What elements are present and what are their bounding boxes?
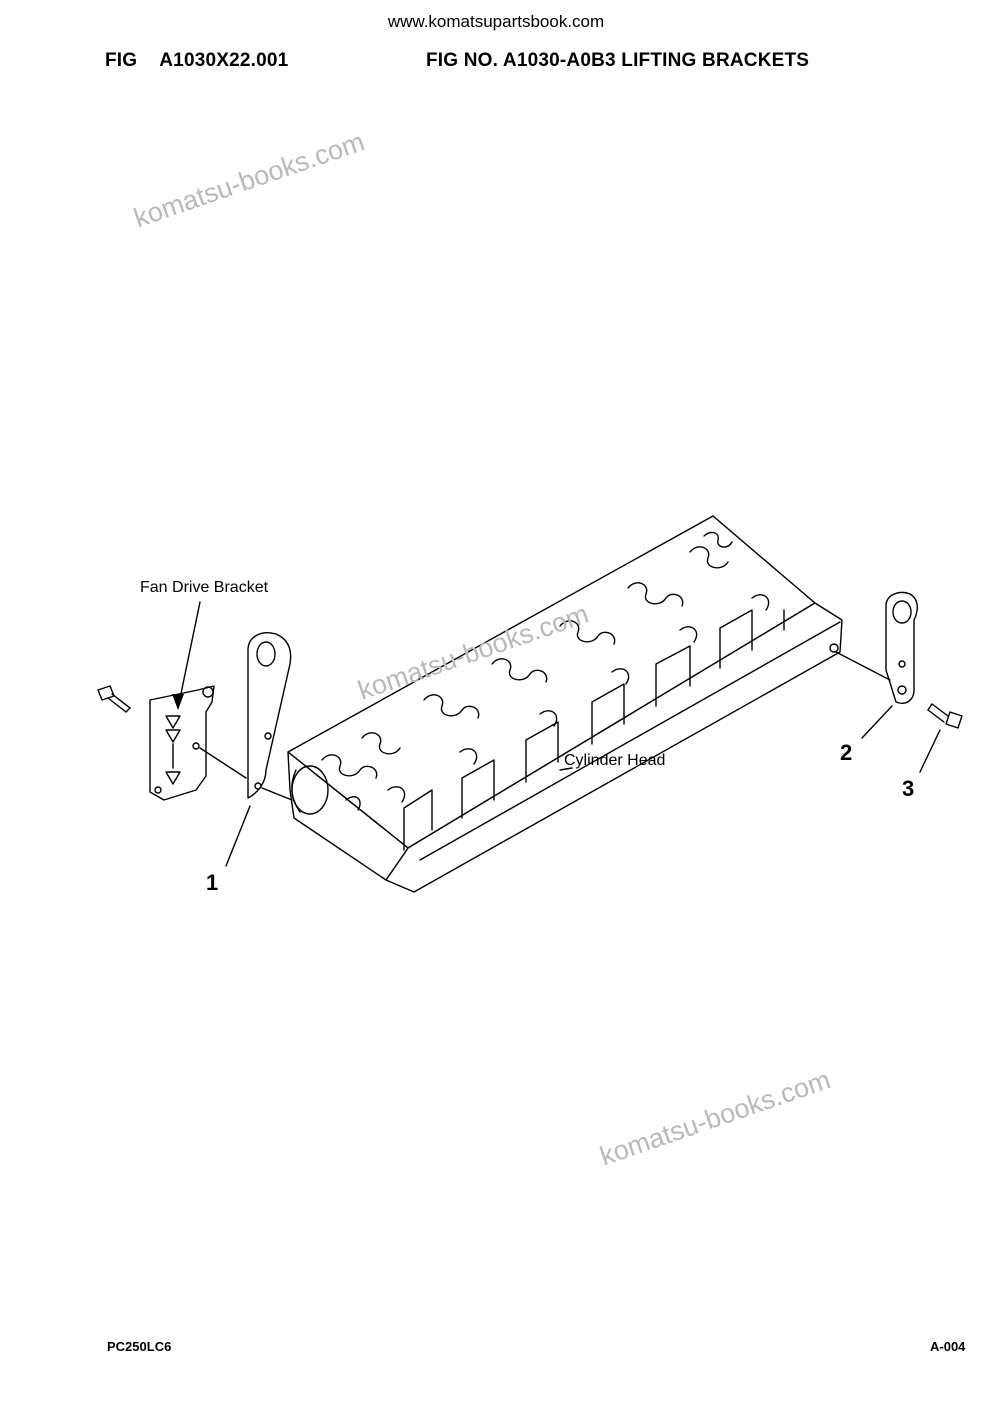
fan-drive-leader — [177, 601, 201, 709]
fig-code-heading: FIG A1030X22.001 — [105, 50, 288, 72]
fig-code: A1030X22.001 — [159, 50, 289, 71]
site-url: www.komatsupartsbook.com — [387, 12, 605, 31]
bolt-left — [97, 685, 131, 713]
fig-label: FIG — [105, 50, 138, 71]
fan-drive-bracket-label: Fan Drive Bracket — [140, 579, 269, 596]
callout-3-leader — [919, 729, 941, 773]
callout-3: 3 — [902, 776, 914, 801]
fig-title: FIG NO. A1030-A0B3 LIFTING BRACKETS — [426, 50, 810, 71]
page-number: A-004 — [930, 1339, 966, 1354]
cylinder-head-leader — [559, 767, 573, 771]
lifting-bracket-2 — [835, 591, 918, 704]
callout-2: 2 — [840, 740, 852, 765]
bolt-right — [927, 703, 963, 729]
fan-drive-bracket — [149, 685, 247, 801]
callout-1-leader — [225, 805, 251, 867]
callout-1: 1 — [206, 870, 218, 895]
model-number: PC250LC6 — [107, 1339, 172, 1354]
lifting-bracket-1 — [247, 632, 293, 801]
cylinder-head — [287, 515, 843, 893]
cylinder-head-label: Cylinder Head — [564, 752, 665, 769]
fan-drive-arrowhead — [172, 694, 184, 710]
callout-2-leader — [861, 705, 893, 739]
